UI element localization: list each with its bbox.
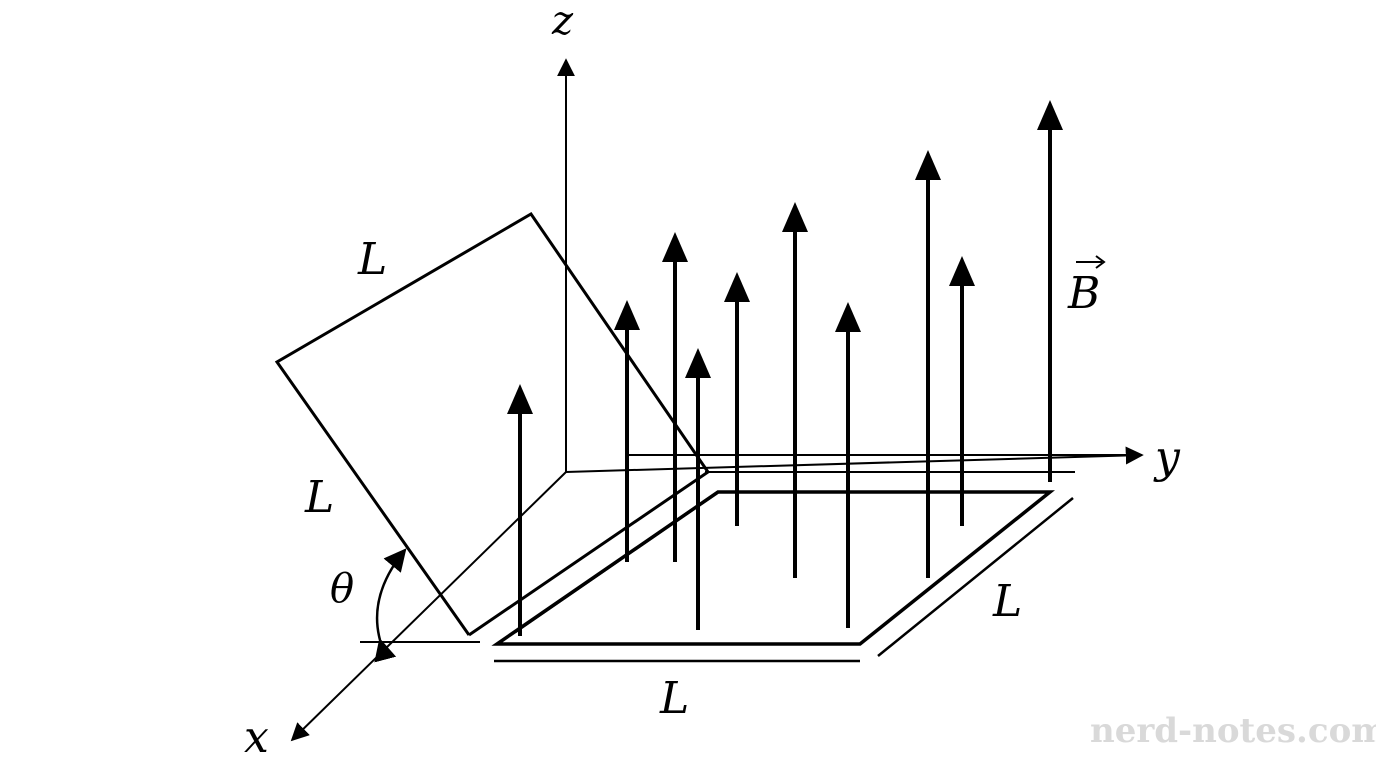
field-arrow-head bbox=[614, 300, 640, 330]
vector-arrow-icon bbox=[1076, 255, 1106, 269]
dimension-right bbox=[877, 497, 1074, 657]
side-label-tilted-left: L bbox=[304, 472, 334, 523]
field-arrow-head bbox=[835, 302, 861, 332]
field-arrow-head bbox=[507, 384, 533, 414]
field-arrow-head bbox=[662, 232, 688, 262]
angle-label: θ bbox=[330, 566, 354, 612]
field-arrow-head bbox=[949, 256, 975, 286]
side-label-flat-right: L bbox=[992, 576, 1022, 627]
angle-arc bbox=[374, 548, 407, 663]
x-axis-label: x bbox=[244, 712, 269, 763]
z-axis-label: z bbox=[551, 0, 574, 44]
field-arrow-head bbox=[685, 348, 711, 378]
field-label: B bbox=[1067, 268, 1100, 319]
flat-loop-outer bbox=[491, 490, 1055, 646]
watermark: nerd-notes.com bbox=[1090, 711, 1376, 751]
dimension-lines bbox=[494, 497, 1074, 663]
field-arrow-head bbox=[782, 202, 808, 232]
field-arrow-head bbox=[1037, 100, 1063, 130]
y-axis-label: y bbox=[1153, 432, 1181, 483]
flat-loop bbox=[491, 471, 1075, 646]
field-arrow-head bbox=[915, 150, 941, 180]
side-label-flat-front: L bbox=[659, 673, 689, 724]
coordinate-axes bbox=[290, 58, 1144, 742]
flat-loop-inner bbox=[514, 490, 719, 634]
angle-arc-path bbox=[374, 548, 407, 663]
side-label-tilted-top: L bbox=[357, 234, 387, 285]
field-arrow-head bbox=[724, 272, 750, 302]
y-axis bbox=[565, 446, 1144, 473]
field-arrows bbox=[507, 100, 1063, 636]
